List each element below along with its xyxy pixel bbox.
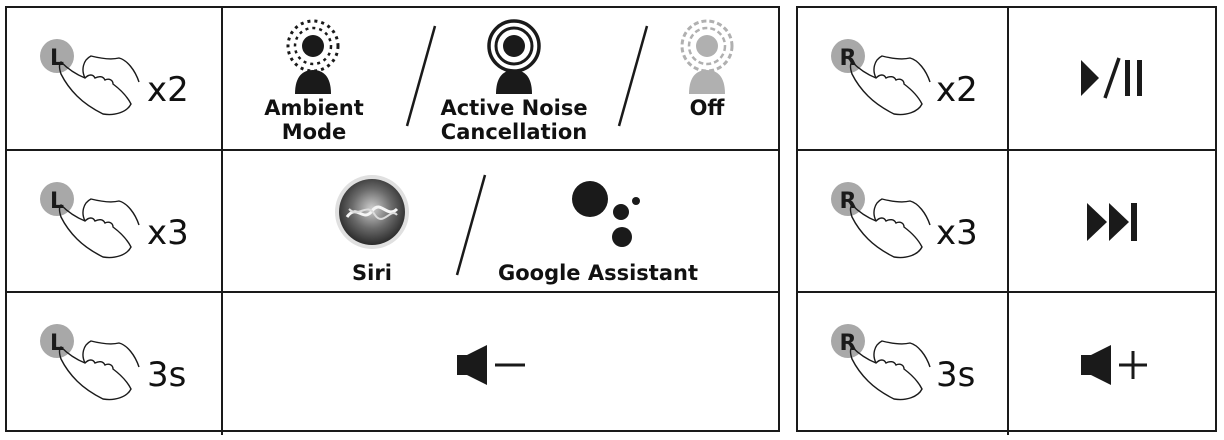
touch-gesture-icon: R [831,182,931,259]
volume-up-icon [1081,345,1147,385]
earbud-side-badge: L [50,331,64,356]
table-row: R x2 [798,8,1215,150]
earbud-side-badge: L [50,46,64,71]
earbud-side-badge: L [50,189,64,214]
action-cell [1009,8,1215,150]
divider-slash [617,25,649,127]
action-cell [223,293,778,435]
ambient-mode-icon [286,19,340,94]
table-row: R x3 [798,149,1215,293]
gesture-cell: R x2 [798,8,1009,150]
touch-gesture-icon: R [831,39,931,116]
action-cell [1009,293,1215,435]
divider-slash [455,174,487,276]
play-pause-icon [1081,57,1142,99]
google-assistant-icon [572,181,640,247]
gesture-cell: L x3 [7,151,223,293]
tap-count: x3 [147,213,189,253]
next-track-icon [1087,203,1137,241]
volume-down-icon [457,345,525,385]
tap-count: x3 [936,213,978,253]
siri-icon [335,175,409,249]
table-row: R 3s [798,291,1215,435]
earbud-side-badge: R [840,189,857,214]
touch-gesture-icon: L [40,39,140,116]
active-noise-cancellation-icon [487,19,541,94]
noise-control-off-icon [680,19,734,94]
gesture-cell: L x2 [7,8,223,150]
google-assistant-label: Google Assistant [497,261,699,285]
action-cell [1009,151,1215,293]
gesture-cell: L 3s [7,293,223,435]
right-earbud-controls-table: R x2 R x3 R 3s [796,6,1217,435]
table-row: L 3s [7,291,778,435]
earbud-side-badge: R [840,46,857,71]
gesture-cell: R 3s [798,293,1009,435]
touch-gesture-icon: L [40,182,140,259]
tap-count: 3s [147,355,187,395]
touch-gesture-icon: R [831,324,931,401]
tap-count: x2 [147,70,189,110]
action-cell: Siri Google Assistant [223,151,778,293]
gesture-cell: R x3 [798,151,1009,293]
touch-gesture-icon: L [40,324,140,401]
tap-count: x2 [936,70,978,110]
table-row: L x3 Siri [7,149,778,293]
tap-count: 3s [936,355,976,395]
divider-slash [405,25,437,127]
earbud-side-badge: R [840,331,857,356]
siri-label: Siri [352,261,392,285]
off-label: Off [689,96,725,120]
